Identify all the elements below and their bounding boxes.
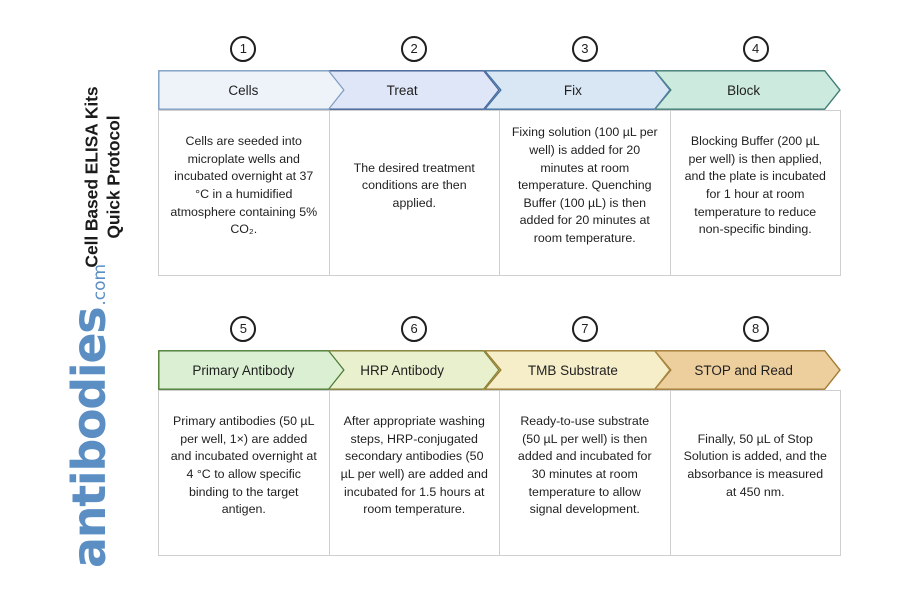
step-label-5: Primary Antibody <box>192 362 295 378</box>
step-number-badge-2: 2 <box>401 36 428 62</box>
step-number-badge-8: 8 <box>742 316 769 342</box>
step-label-4: Block <box>727 82 761 98</box>
brand-name: antibodies <box>62 307 116 568</box>
step-number-badge-5: 5 <box>230 316 257 342</box>
step-description-cell-8: Finally, 50 µL of Stop Solution is added… <box>671 391 841 555</box>
step-descriptions-row-2: Primary antibodies (50 µL per well, 1×) … <box>158 390 841 556</box>
step-description-cell-1: Cells are seeded into microplate wells a… <box>159 111 330 275</box>
step-description-text-5: Primary antibodies (50 µL per well, 1×) … <box>170 414 317 517</box>
step-description-cell-3: Fixing solution (100 µL per well) is add… <box>500 111 671 275</box>
brand-tld: .com <box>90 263 110 306</box>
left-rail: Cell Based ELISA Kits Quick Protocol ant… <box>0 0 155 594</box>
step-description-text-2: The desired treatment conditions are the… <box>353 160 475 210</box>
step-description-text-7: Ready-to-use substrate (50 µL per well) … <box>517 414 652 517</box>
step-label-3: Fix <box>563 82 582 98</box>
step-chevron-5[interactable]: Primary Antibody <box>158 350 345 390</box>
step-chevron-8[interactable]: STOP and Read <box>654 350 841 390</box>
step-chevron-3[interactable]: Fix <box>484 70 671 110</box>
protocol-row-2: 5 6 7 8 Primary Antibody HRP Antibody TMB Sub… <box>158 316 841 556</box>
step-chevron-7[interactable]: TMB Substrate <box>484 350 671 390</box>
step-label-2: Treat <box>386 82 418 98</box>
step-number-badge-7: 7 <box>571 316 598 342</box>
step-description-text-6: After appropriate washing steps, HRP-con… <box>340 414 488 517</box>
step-number-badge-4: 4 <box>742 36 769 62</box>
step-label-7: TMB Substrate <box>527 362 618 378</box>
chevron-strip-row-2: Primary Antibody HRP Antibody TMB Substrat… <box>158 350 841 390</box>
protocol-row-1: 1 2 3 4 Cells Treat Fix Block Cells are seeded… <box>158 36 841 276</box>
step-label-6: HRP Antibody <box>360 362 445 378</box>
brand-logo: antibodies .com <box>62 264 116 568</box>
step-badges-row-1: 1 2 3 4 <box>158 36 841 66</box>
step-description-text-8: Finally, 50 µL of Stop Solution is added… <box>683 431 827 499</box>
step-chevron-4[interactable]: Block <box>654 70 841 110</box>
step-description-cell-2: The desired treatment conditions are the… <box>330 111 500 275</box>
step-description-cell-6: After appropriate washing steps, HRP-con… <box>330 391 500 555</box>
step-badges-row-2: 5 6 7 8 <box>158 316 841 346</box>
step-label-1: Cells <box>228 82 259 98</box>
step-number-badge-1: 1 <box>230 36 257 62</box>
step-description-cell-7: Ready-to-use substrate (50 µL per well) … <box>500 391 671 555</box>
step-description-cell-5: Primary antibodies (50 µL per well, 1×) … <box>159 391 330 555</box>
step-description-text-4: Blocking Buffer (200 µL per well) is the… <box>684 134 826 237</box>
step-number-badge-3: 3 <box>571 36 598 62</box>
step-description-cell-4: Blocking Buffer (200 µL per well) is the… <box>671 111 841 275</box>
step-number-badge-6: 6 <box>401 316 428 342</box>
step-description-text-3: Fixing solution (100 µL per well) is add… <box>511 125 658 246</box>
step-description-text-1: Cells are seeded into microplate wells a… <box>170 134 318 237</box>
step-chevron-1[interactable]: Cells <box>158 70 345 110</box>
chevron-strip-row-1: Cells Treat Fix Block <box>158 70 841 110</box>
step-label-8: STOP and Read <box>694 362 793 378</box>
step-descriptions-row-1: Cells are seeded into microplate wells a… <box>158 110 841 276</box>
